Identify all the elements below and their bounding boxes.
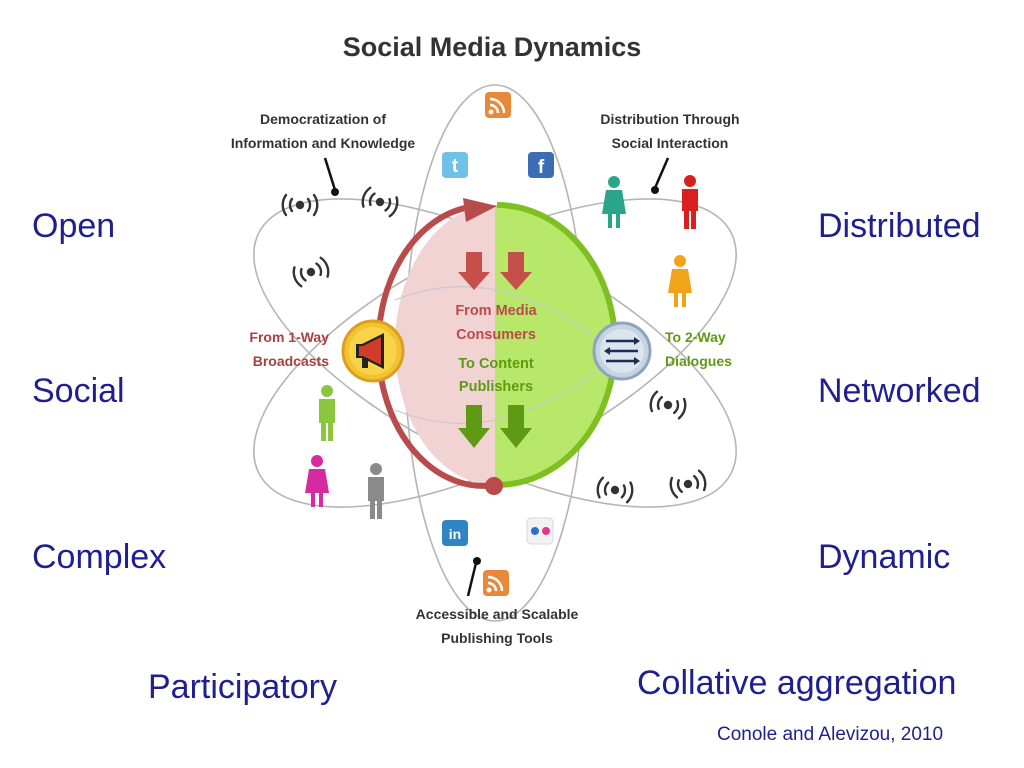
keyword-open: Open — [32, 207, 116, 245]
keyword-distributed: Distributed — [818, 207, 981, 245]
red-down-arrows — [458, 252, 532, 290]
green-down-arrows — [458, 405, 532, 448]
two-way-arrows-icon — [592, 321, 652, 381]
red-arc-arrowhead — [463, 198, 497, 222]
facebook-icon: f — [528, 152, 554, 178]
callout-top-left-line2: Information and Knowledge — [231, 135, 416, 151]
wireless-signal-icon — [669, 469, 707, 499]
callout-bottom-line1: Accessible and Scalable — [416, 606, 579, 622]
right-label-line1: To 2-Way — [665, 329, 726, 345]
diagram-title: Social Media Dynamics — [343, 32, 642, 62]
wireless-signal-icon — [281, 193, 319, 217]
left-label-line1: From 1-Way — [249, 329, 329, 345]
wireless-signal-icon — [649, 390, 687, 420]
citation-credit: Conole and Alevizou, 2010 — [717, 724, 944, 745]
wireless-signal-icon — [361, 186, 399, 218]
callout-top-right-line1: Distribution Through — [600, 111, 739, 127]
person-icon — [368, 463, 384, 519]
twitter-icon: t — [442, 152, 468, 178]
center-top-line2: Consumers — [456, 327, 536, 343]
callout-top-right-line2: Social Interaction — [612, 135, 729, 151]
callout-bottom-line2: Publishing Tools — [441, 630, 553, 646]
center-top-line1: From Media — [455, 303, 537, 319]
megaphone-icon — [341, 319, 405, 383]
rss-icon — [483, 570, 509, 596]
linkedin-icon: in — [442, 520, 468, 546]
keyword-dynamic: Dynamic — [818, 538, 951, 576]
center-bottom-line1: To Content — [458, 356, 534, 372]
callout-top-left-line1: Democratization of — [260, 111, 386, 127]
keyword-collative-aggregation: Collative aggregation — [637, 664, 957, 702]
person-icon — [682, 175, 698, 229]
svg-text:in: in — [449, 526, 461, 542]
keyword-networked: Networked — [818, 372, 981, 410]
wireless-signal-icon — [596, 476, 634, 504]
person-icon — [668, 255, 692, 307]
svg-text:f: f — [538, 157, 545, 178]
person-icon — [305, 455, 329, 507]
svg-text:t: t — [452, 156, 459, 177]
bottom-red-dot — [485, 477, 503, 495]
person-icon — [319, 385, 335, 441]
wireless-signal-icon — [292, 256, 330, 288]
keyword-complex: Complex — [32, 538, 167, 576]
flickr-icon — [526, 517, 554, 545]
person-icon — [602, 176, 626, 228]
center-bottom-line2: Publishers — [459, 379, 533, 395]
keyword-participatory: Participatory — [148, 668, 337, 706]
keyword-social: Social — [32, 372, 125, 410]
left-label-line2: Broadcasts — [253, 353, 329, 369]
right-label-line2: Dialogues — [665, 353, 732, 369]
rss-icon — [485, 92, 511, 118]
